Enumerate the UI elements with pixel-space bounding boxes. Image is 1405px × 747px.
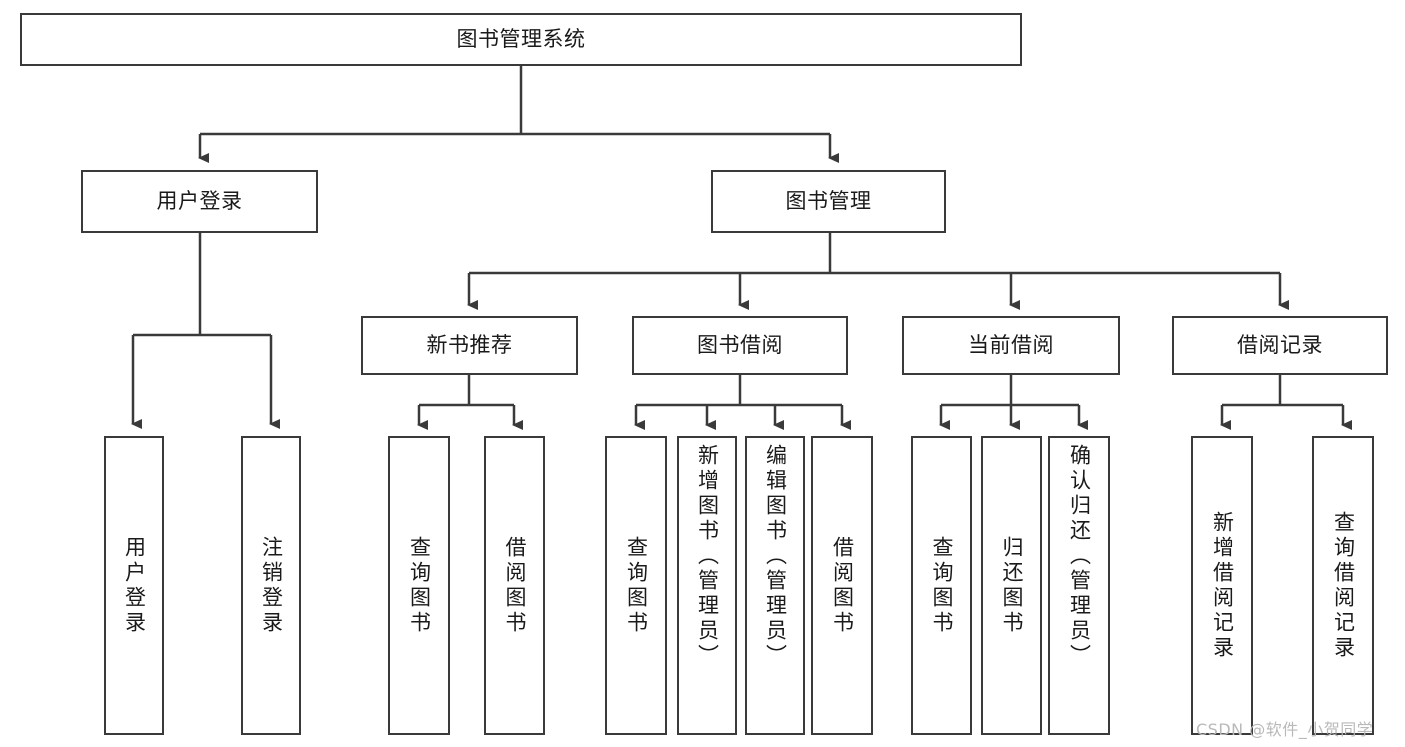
node-book-manage[interactable]: 图书管理	[711, 170, 946, 233]
node-bb-edit-book[interactable]: 编辑图书（管理员）	[745, 436, 805, 735]
node-nbr-query-book[interactable]: 查询图书	[388, 436, 450, 735]
node-new-book-recommend[interactable]: 新书推荐	[361, 316, 578, 375]
node-current-borrow-label: 当前借阅	[968, 333, 1054, 358]
node-cb-return-book-label: 归还图书	[1000, 535, 1024, 636]
node-bb-borrow-book-label: 借阅图书	[830, 535, 855, 636]
node-user-login-leaf[interactable]: 用户登录	[104, 436, 164, 735]
node-user-login[interactable]: 用户登录	[81, 170, 318, 233]
node-root-label: 图书管理系统	[456, 27, 586, 52]
node-br-add-record-label: 新增借阅记录	[1210, 510, 1235, 661]
node-cb-return-book[interactable]: 归还图书	[981, 436, 1042, 735]
node-bb-borrow-book[interactable]: 借阅图书	[811, 436, 873, 735]
watermark: CSDN @软件_小贺同学	[1196, 720, 1374, 739]
node-br-add-record[interactable]: 新增借阅记录	[1191, 436, 1253, 735]
node-root[interactable]: 图书管理系统	[20, 13, 1022, 66]
node-nbr-query-book-label: 查询图书	[407, 535, 432, 636]
node-bb-add-book[interactable]: 新增图书（管理员）	[677, 436, 737, 735]
node-nbr-borrow-book-label: 借阅图书	[503, 535, 527, 636]
node-nbr-borrow-book[interactable]: 借阅图书	[484, 436, 545, 735]
node-user-login-leaf-label: 用户登录	[122, 535, 147, 636]
node-user-logout-leaf[interactable]: 注销登录	[241, 436, 301, 735]
node-cb-confirm-return[interactable]: 确认归还（管理员）	[1048, 436, 1110, 735]
node-new-book-recommend-label: 新书推荐	[426, 333, 513, 358]
node-br-query-record-label: 查询借阅记录	[1331, 510, 1356, 661]
node-book-manage-label: 图书管理	[785, 189, 872, 214]
node-book-borrow-label: 图书借阅	[697, 333, 783, 358]
node-cb-confirm-return-label: 确认归还（管理员）	[1067, 444, 1092, 669]
node-borrow-record-label: 借阅记录	[1237, 333, 1323, 358]
node-bb-add-book-label: 新增图书（管理员）	[695, 444, 720, 669]
node-current-borrow[interactable]: 当前借阅	[902, 316, 1120, 375]
node-cb-query-book[interactable]: 查询图书	[911, 436, 972, 735]
node-bb-query-book-label: 查询图书	[624, 535, 649, 636]
node-book-borrow[interactable]: 图书借阅	[632, 316, 848, 375]
node-bb-query-book[interactable]: 查询图书	[605, 436, 667, 735]
node-borrow-record[interactable]: 借阅记录	[1172, 316, 1388, 375]
node-user-logout-leaf-label: 注销登录	[259, 535, 284, 636]
node-br-query-record[interactable]: 查询借阅记录	[1312, 436, 1374, 735]
node-user-login-label: 用户登录	[156, 189, 243, 214]
node-bb-edit-book-label: 编辑图书（管理员）	[763, 444, 788, 669]
node-cb-query-book-label: 查询图书	[930, 535, 954, 636]
